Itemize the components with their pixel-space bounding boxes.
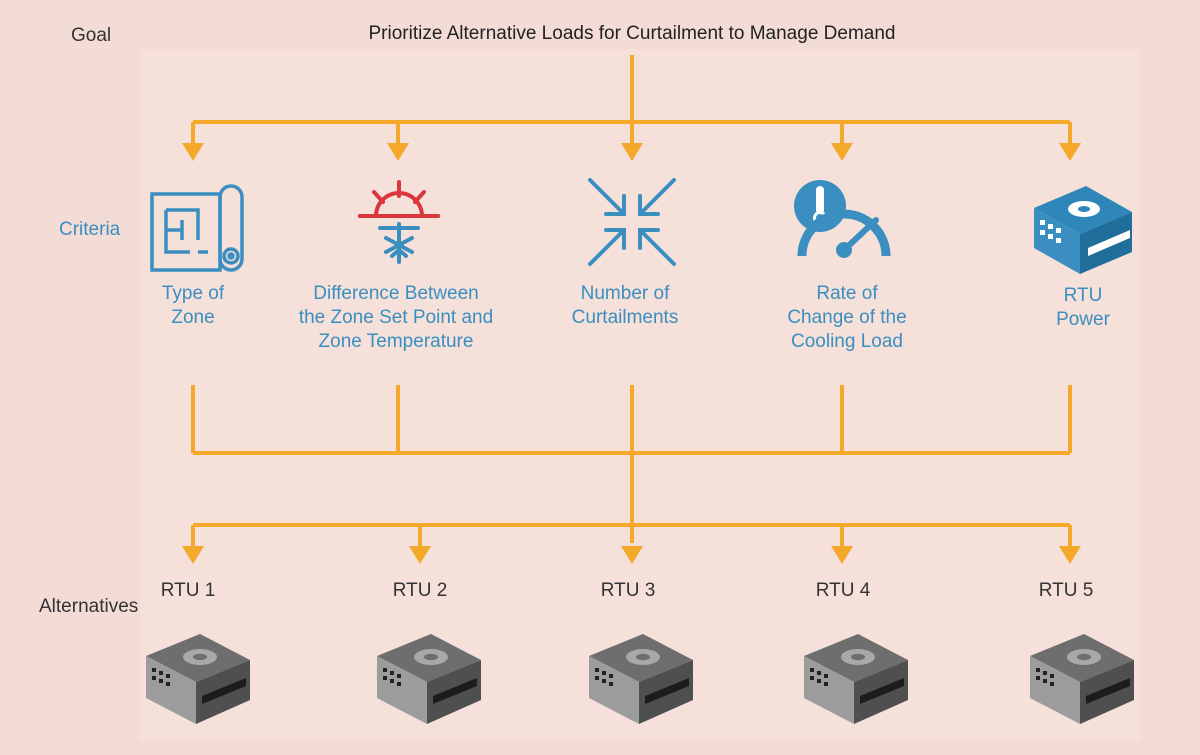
- alternative-label-rtu-5: RTU 5: [1038, 580, 1094, 601]
- alternative-label-rtu-3: RTU 3: [600, 580, 656, 601]
- criteria-label-rtu-power: RTU Power: [1056, 285, 1110, 330]
- rtu-unit-image-4: [804, 634, 908, 724]
- arrowhead: [1059, 546, 1081, 564]
- arrowhead: [621, 143, 643, 161]
- rtu-unit-icon: [1034, 186, 1132, 274]
- sun-snowflake-icon: [358, 180, 440, 264]
- rtu-unit-image-2: [377, 634, 481, 724]
- arrowhead: [387, 143, 409, 161]
- arrowhead: [182, 546, 204, 564]
- arrowhead: [1059, 143, 1081, 161]
- rtu-unit-image-5: [1030, 634, 1134, 724]
- row-label-alternatives: Alternatives: [39, 596, 139, 617]
- criteria-label-setpoint-difference: Difference Between the Zone Set Point an…: [298, 283, 494, 352]
- criteria-label-type-of-zone: Type of Zone: [161, 283, 225, 328]
- row-label-goal: Goal: [71, 25, 112, 46]
- alternative-label-rtu-4: RTU 4: [815, 580, 871, 601]
- arrowhead: [831, 546, 853, 564]
- criteria-label-number-of-curtailments: Number of Curtailments: [571, 283, 679, 328]
- row-label-criteria: Criteria: [59, 219, 121, 240]
- diagram-panel: [140, 50, 1140, 740]
- rtu-unit-image-1: [146, 634, 250, 724]
- arrowhead: [182, 143, 204, 161]
- thermometer-gauge-icon: [794, 180, 891, 258]
- alternative-label-rtu-1: RTU 1: [160, 580, 216, 601]
- arrowhead: [621, 546, 643, 564]
- rtu-unit-image-3: [589, 634, 693, 724]
- arrowhead: [831, 143, 853, 161]
- blueprint-icon: [150, 184, 244, 272]
- criteria-label-cooling-load-rate: Rate of Change of the Cooling Load: [787, 283, 907, 352]
- arrows-converge-icon: [588, 178, 676, 266]
- alternative-label-rtu-2: RTU 2: [392, 580, 448, 601]
- arrowhead: [409, 546, 431, 564]
- goal-title: Prioritize Alternative Loads for Curtail…: [368, 23, 896, 44]
